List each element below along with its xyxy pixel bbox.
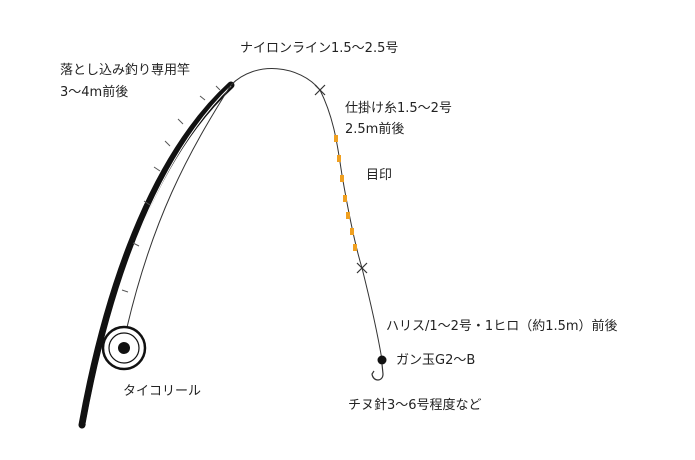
marker-item (337, 155, 341, 162)
rod (78, 81, 235, 429)
rod-label-line2: 3～4m前後 (60, 85, 129, 100)
knot-lower (356, 262, 368, 274)
leader-label-line1: 仕掛け糸1.5～2号 (345, 101, 452, 116)
marker-item (334, 135, 338, 142)
marker-item (350, 228, 354, 235)
line-along-rod (122, 84, 232, 346)
leader-label-line2: 2.5m前後 (345, 122, 405, 137)
marker-label: 目印 (366, 168, 393, 183)
sinker (377, 355, 387, 365)
main-line-label: ナイロンライン1.5～2.5号 (240, 41, 399, 56)
hook (371, 363, 384, 381)
reel-label: タイコリール (123, 384, 202, 399)
marker-item (340, 175, 344, 182)
harris-line (361, 267, 383, 361)
marker-item (343, 195, 347, 202)
rod-highlight (85, 85, 232, 425)
rod-label-line1: 落とし込み釣り専用竿 (60, 63, 191, 78)
marker-item (353, 244, 357, 251)
hook-label: チヌ針3～6号程度など (348, 398, 482, 413)
knot-upper (314, 84, 326, 96)
main-line (230, 68, 321, 91)
reel-hub (118, 342, 130, 354)
harris-label: ハリス/1～2号・1ヒロ（約1.5m）前後 (386, 319, 618, 334)
markers (334, 135, 357, 251)
sinker-label: ガン玉G2～B (396, 353, 476, 368)
rod-guides (121, 85, 221, 293)
marker-item (346, 212, 350, 219)
